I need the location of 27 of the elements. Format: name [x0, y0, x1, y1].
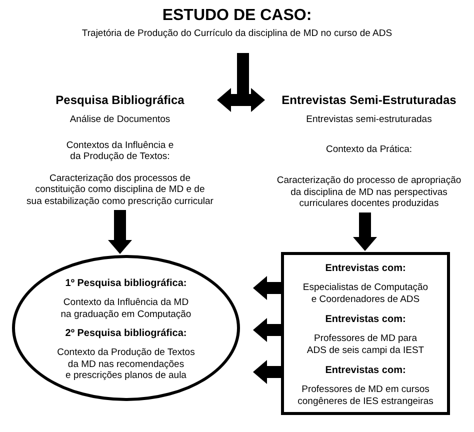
body-text: Contexto da Influência da MD na graduação em Computação	[60, 297, 192, 320]
heading: 1º Pesquisa bibliográfica:	[65, 278, 187, 290]
heading: Entrevistas com:	[325, 263, 406, 275]
body-text: Caracterização do processo de apropriação da disciplina de MD nas perspectivas curriculares docentes produzidas	[276, 175, 462, 210]
heading: 2º Pesquisa bibliográfica:	[65, 328, 187, 340]
body-text: Trajetória de Produção do Currículo da disciplina de MD no curso de ADS	[82, 28, 392, 40]
block-arrow	[353, 212, 377, 251]
section-heading: Pesquisa Bibliográfica	[56, 93, 184, 107]
title: ESTUDO DE CASO:	[162, 6, 312, 25]
body-text: Professores de MD para ADS de seis campi da IEST	[306, 333, 426, 356]
body-text: Análise de Documentos	[70, 114, 170, 126]
section-heading: Entrevistas Semi-Estruturadas	[282, 93, 456, 107]
body-text: Contexto da Produção de Textos da MD nas recomendações e prescrições planos de aula	[56, 347, 196, 382]
rectangle-node	[281, 252, 450, 415]
block-arrow	[108, 210, 132, 254]
block-arrow	[253, 318, 281, 342]
ellipse-node	[12, 255, 240, 401]
body-text: Contexto da Prática:	[326, 144, 412, 155]
body-text: Professores de MD em cursos congêneres de IES estrangeiras	[296, 384, 434, 407]
block-arrow	[253, 360, 281, 384]
body-text: Especialistas de Computação e Coordenadores de ADS	[302, 282, 430, 305]
block-arrow	[253, 276, 281, 300]
body-text: Contextos da Influência e da Produção de Textos:	[65, 140, 175, 162]
heading: Entrevistas com:	[325, 314, 406, 326]
body-text: Caracterização dos processos de constituição como disciplina de MD e de sua estabilização como prescrição curricular	[26, 172, 214, 207]
heading: Entrevistas com:	[325, 365, 406, 377]
body-text: Entrevistas semi-estruturadas	[306, 114, 432, 126]
